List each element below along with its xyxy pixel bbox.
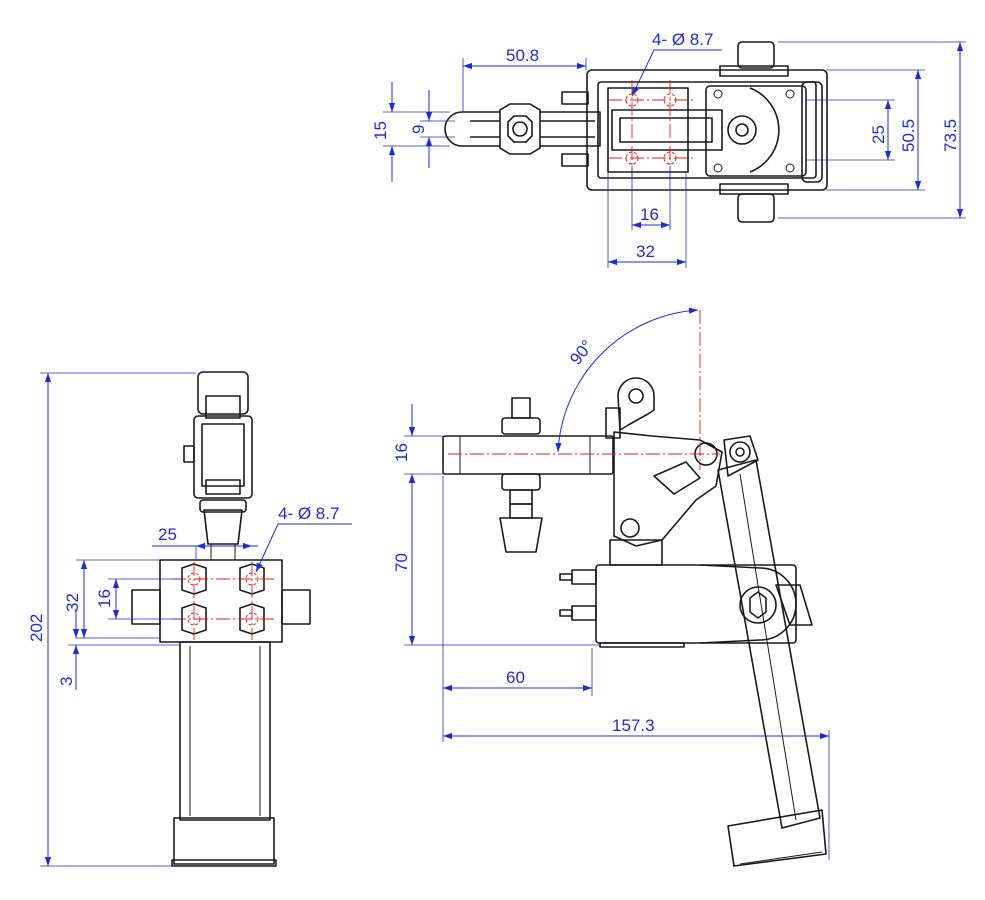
- side-dim-16: 16: [392, 443, 411, 462]
- front-dim-25: 25: [158, 525, 177, 544]
- top-dim-32: 32: [636, 242, 655, 261]
- front-dim-16: 16: [95, 589, 114, 608]
- top-dim-25: 25: [869, 125, 888, 144]
- front-base-block: [131, 559, 311, 643]
- front-dimensions: 25 4- Ø 8.7 32 16 3 202: [27, 372, 352, 867]
- top-dimensions: 50.8 4- Ø 8.7 15 9 16 32: [371, 30, 966, 268]
- front-view: 25 4- Ø 8.7 32 16 3 202: [27, 371, 352, 867]
- top-dim-holes: 4- Ø 8.7: [652, 30, 713, 49]
- side-view: 90° 16 70 60 157.3: [392, 307, 830, 867]
- top-dim-16: 16: [640, 205, 659, 224]
- top-view: 50.8 4- Ø 8.7 15 9 16 32: [371, 30, 966, 268]
- front-cylinder: [171, 641, 277, 867]
- top-mount-holes: [608, 80, 695, 180]
- top-dim-50-5: 50.5: [899, 119, 918, 152]
- top-dim-9: 9: [409, 125, 428, 134]
- side-linkage: [605, 377, 759, 547]
- side-dim-70: 70: [392, 553, 411, 572]
- side-dimensions: 90° 16 70 60 157.3: [392, 307, 830, 860]
- front-dim-3: 3: [57, 677, 76, 686]
- side-dim-60: 60: [506, 668, 525, 687]
- side-arm: [442, 397, 614, 553]
- front-dim-202: 202: [27, 614, 46, 642]
- side-cylinder: [717, 459, 827, 867]
- side-centerlines: [448, 310, 720, 470]
- top-dim-73-5: 73.5: [941, 119, 960, 152]
- top-dim-15: 15: [371, 121, 390, 140]
- side-dim-157-3: 157.3: [612, 716, 655, 735]
- side-base: [559, 539, 797, 648]
- front-dim-32: 32: [63, 593, 82, 612]
- top-dim-50-8: 50.8: [506, 46, 539, 65]
- top-base: [561, 41, 828, 223]
- front-dim-holes: 4- Ø 8.7: [278, 504, 339, 523]
- top-handle: [444, 103, 601, 155]
- front-upper-linkage: [183, 371, 253, 560]
